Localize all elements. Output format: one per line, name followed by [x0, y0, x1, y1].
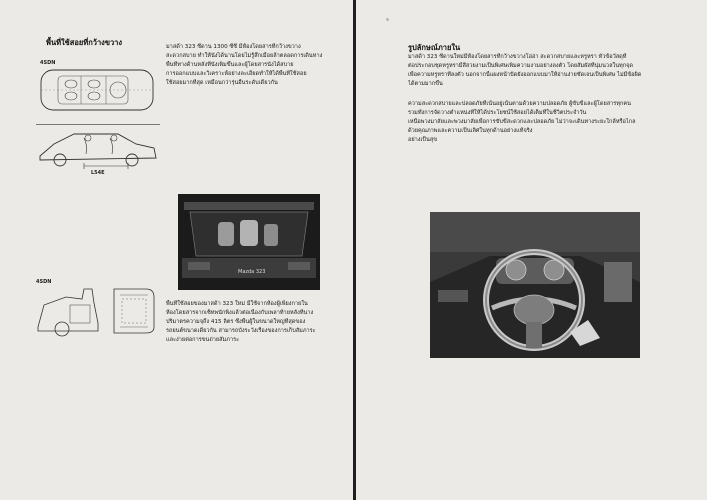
dashboard-photo-drawing: [430, 212, 640, 358]
interior-paragraph-1: มาสด้า 323 ซีดานใหม่มีห้องโดยสารที่กว้าง…: [408, 53, 656, 89]
intro-line: สะดวกสบาย ทำให้นั่งได้นานโดยไม่รู้สึกเมื…: [166, 53, 323, 59]
paper-speck: [386, 18, 389, 21]
para1-line: ได้ตามมากขึ้น: [408, 81, 443, 87]
trunk-line: พื้นที่ใช้สอยของมาสด้า 323 ใหม่ มีใช้จาก…: [166, 301, 308, 307]
trunk-line: รถยนต์ขนาดเดียวกัน สามารถบังระวังเรื่องข…: [166, 328, 316, 334]
intro-line: ใช้สอยมากที่สุด เหมือนกว่ารุ่นอื่นระดับเ…: [166, 80, 278, 86]
intro-paragraph: มาสด้า 323 ซีดาน 1300 ซีซี มีห้องโดยสารท…: [166, 43, 334, 88]
diagram-divider: [36, 124, 160, 125]
para2-line: รวมทั้งการจัดวางตำแหน่งที่ให้ได้ประโยชน์…: [408, 110, 587, 116]
car-side-view-diagram: [39, 133, 157, 169]
intro-line: การออกแบบและวิเคราะห์อย่างละเอียดทำให้ได…: [166, 71, 307, 77]
car-top-view-diagram: [40, 69, 154, 111]
dimension-label: L54E: [91, 170, 105, 176]
trunk-photo: Mazda 323: [178, 194, 320, 290]
dashboard-photo: [430, 212, 640, 358]
para1-line: ต่อประกอบชุดหรูหรามีสีสวยงามเป็นพิเศษเพิ…: [408, 63, 634, 69]
intro-line: พื้นที่ทางด้านหลังที่นั่งเพิ่มขึ้นและผู้…: [166, 62, 294, 68]
para2-line: เหนือพวงมาลัยและพวงมาลัยเพื่อการขับขี่สะ…: [408, 119, 636, 125]
para2-line: ด้วยคุณภาพและความเป็นเลิศในทุกด้านอย่างแ…: [408, 128, 533, 134]
para1-line: เพื่อความหรูหราที่ลงตัว นอกจากนี้แผงหน้า…: [408, 72, 642, 78]
trunk-capacity-diagram: [37, 288, 155, 337]
trunk-line: ปริมาตรความจุถึง 415 ลิตร ซึ่งพื้นผู้ในข…: [166, 319, 306, 325]
trunk-photo-drawing: [182, 202, 316, 278]
sedan-label-bottom: 4SDN: [36, 279, 52, 285]
left-page-heading: พื้นที่ใช้สอยที่กว้างขวาง: [46, 38, 123, 47]
interior-paragraph-2: ความสะดวกสบายและปลอดภัยที่เน้นอยู่เน้นตา…: [408, 100, 656, 145]
trunk-photo-caption: Mazda 323: [238, 269, 266, 275]
book-gutter: [353, 0, 356, 500]
trunk-line: และง่ายต่อการขนถ่ายสัมภาระ: [166, 337, 240, 343]
trunk-paragraph: พื้นที่ใช้สอยของมาสด้า 323 ใหม่ มีใช้จาก…: [166, 300, 336, 345]
para1-line: มาสด้า 323 ซีดานใหม่มีห้องโดยสารที่กว้าง…: [408, 54, 627, 60]
intro-line: มาสด้า 323 ซีดาน 1300 ซีซี มีห้องโดยสารท…: [166, 44, 301, 50]
right-page-heading: รูปลักษณ์ภายใน: [408, 43, 461, 52]
left-page: พื้นที่ใช้สอยที่กว้างขวาง มาสด้า 323 ซีด…: [0, 0, 353, 500]
para2-line: อย่างเป็นสุข: [408, 137, 438, 143]
right-page: รูปลักษณ์ภายใน มาสด้า 323 ซีดานใหม่มีห้อ…: [356, 0, 707, 500]
para2-line: ความสะดวกสบายและปลอดภัยที่เน้นอยู่เน้นตา…: [408, 101, 631, 107]
sedan-label-top: 4SDN: [40, 60, 56, 66]
trunk-line: ห้องโดยสารจากเซ็ทพนักพิงแล้วต่อเนื่องกับ…: [166, 310, 314, 316]
